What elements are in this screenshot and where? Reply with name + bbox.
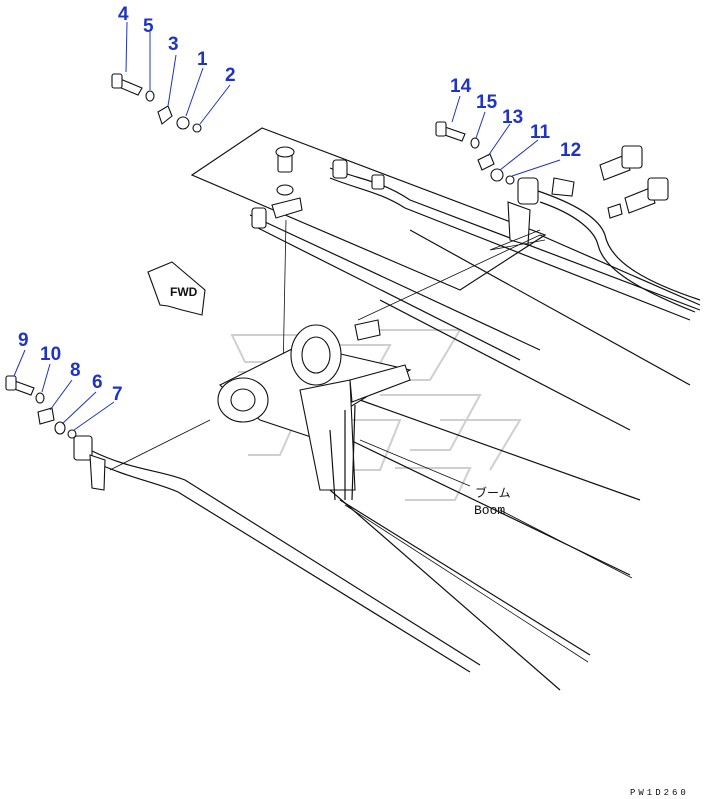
drawing-code: PW1D260 [630, 788, 689, 798]
upper-right-pipe [357, 177, 701, 321]
callout-numbers: 4 5 3 1 2 14 15 13 11 12 9 10 8 6 7 [18, 4, 581, 405]
callout-10: 10 [40, 344, 61, 365]
fwd-arrow: FWD [147, 261, 206, 316]
callout-15: 15 [476, 92, 498, 113]
callout-3: 3 [168, 34, 179, 55]
callout-6: 6 [92, 372, 103, 393]
boom-label-en: Boom [474, 503, 505, 518]
callout-leaders [13, 21, 561, 487]
hardware-group-top-right [435, 121, 515, 185]
hardware-group-left [5, 375, 77, 439]
callout-12: 12 [560, 140, 581, 161]
callout-1: 1 [197, 49, 208, 70]
upper-left-mounting-plane [190, 127, 547, 291]
upper-right-bolts [599, 145, 669, 219]
lower-left-pipe [73, 419, 481, 673]
callout-14: 14 [450, 76, 472, 97]
callout-9: 9 [18, 330, 29, 351]
upper-left-pipe [249, 159, 701, 361]
callout-4: 4 [118, 4, 129, 25]
callout-2: 2 [225, 65, 236, 86]
callout-11: 11 [530, 122, 551, 143]
callout-5: 5 [143, 16, 154, 37]
fwd-label: FWD [170, 285, 198, 299]
callout-7: 7 [112, 384, 123, 405]
callout-13: 13 [502, 107, 523, 128]
callout-8: 8 [70, 360, 81, 381]
center-clamp-assembly [271, 146, 303, 376]
boom-foot-bracket [217, 319, 412, 501]
boom-label-jp: ブーム [475, 485, 511, 500]
boom-structure-lines [329, 229, 701, 691]
boom-label: ブーム Boom [474, 485, 511, 518]
hardware-group-top-left [111, 73, 202, 133]
